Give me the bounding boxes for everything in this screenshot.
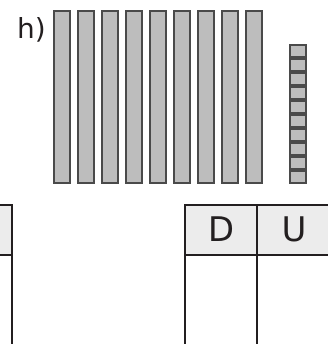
- unit-cube: [289, 114, 307, 128]
- ten-rod: [125, 10, 143, 184]
- left-table-header: [0, 204, 11, 256]
- unit-cube: [289, 100, 307, 114]
- ten-rod: [221, 10, 239, 184]
- unit-cube: [289, 72, 307, 86]
- header-units: U: [281, 210, 307, 250]
- ten-rod: [173, 10, 191, 184]
- unit-cube: [289, 86, 307, 100]
- column-divider: [256, 204, 258, 344]
- unit-cube: [289, 142, 307, 156]
- place-value-table: D U: [184, 204, 328, 344]
- tens-rods-group: [53, 10, 263, 186]
- header-tens: D: [207, 210, 235, 250]
- unit-cubes-group: [289, 44, 307, 184]
- answer-cell-tens[interactable]: [186, 256, 256, 344]
- unit-cube: [289, 156, 307, 170]
- ten-rod: [149, 10, 167, 184]
- unit-cube: [289, 128, 307, 142]
- ten-rod: [53, 10, 71, 184]
- unit-cube: [289, 58, 307, 72]
- unit-cube: [289, 170, 307, 184]
- unit-cube: [289, 44, 307, 58]
- answer-cell-units[interactable]: [258, 256, 328, 344]
- ten-rod: [245, 10, 263, 184]
- left-partial-table: [0, 204, 13, 344]
- exercise-label: h): [17, 12, 46, 45]
- ten-rod: [197, 10, 215, 184]
- ten-rod: [77, 10, 95, 184]
- ten-rod: [101, 10, 119, 184]
